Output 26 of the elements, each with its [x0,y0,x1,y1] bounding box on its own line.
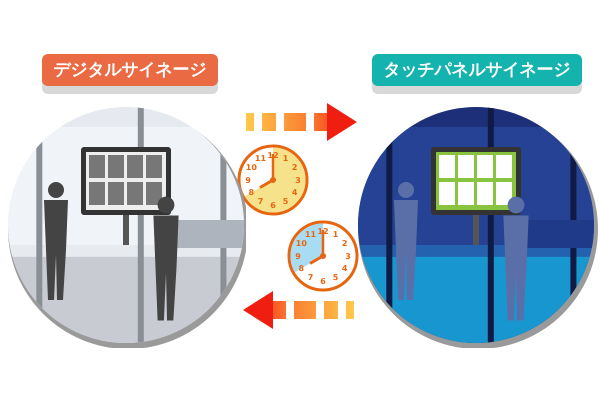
clock-numeral: 12 [266,150,280,160]
clock-numeral: 7 [256,197,264,206]
clock-numeral: 11 [304,230,318,239]
arrow [243,291,354,329]
clock-numeral: 6 [319,276,327,286]
clock-numeral: 11 [254,154,268,163]
clock-numeral: 10 [244,163,258,172]
clock-numeral: 4 [290,188,298,197]
clock-numeral: 2 [290,163,298,172]
clock-numeral: 1 [332,230,340,239]
clock-numeral: 2 [340,239,348,248]
title-label: デジタルサイネージ [42,54,218,86]
clock-numeral: 3 [294,176,302,184]
clock-numeral: 7 [306,273,314,282]
clock-numeral: 6 [269,200,277,210]
clock-numeral: 9 [294,252,302,260]
clock-numeral: 10 [294,239,308,248]
clock-numeral: 9 [244,176,252,184]
clock-numeral: 3 [344,252,352,260]
clock-numeral: 12 [316,226,330,236]
clock-numeral: 4 [340,264,348,273]
clock-numeral: 5 [282,197,290,206]
clock-numeral: 8 [298,264,306,273]
clock-numeral: 1 [282,154,290,163]
clock-numeral: 5 [332,273,340,282]
title-label: タッチパネルサイネージ [372,54,582,86]
